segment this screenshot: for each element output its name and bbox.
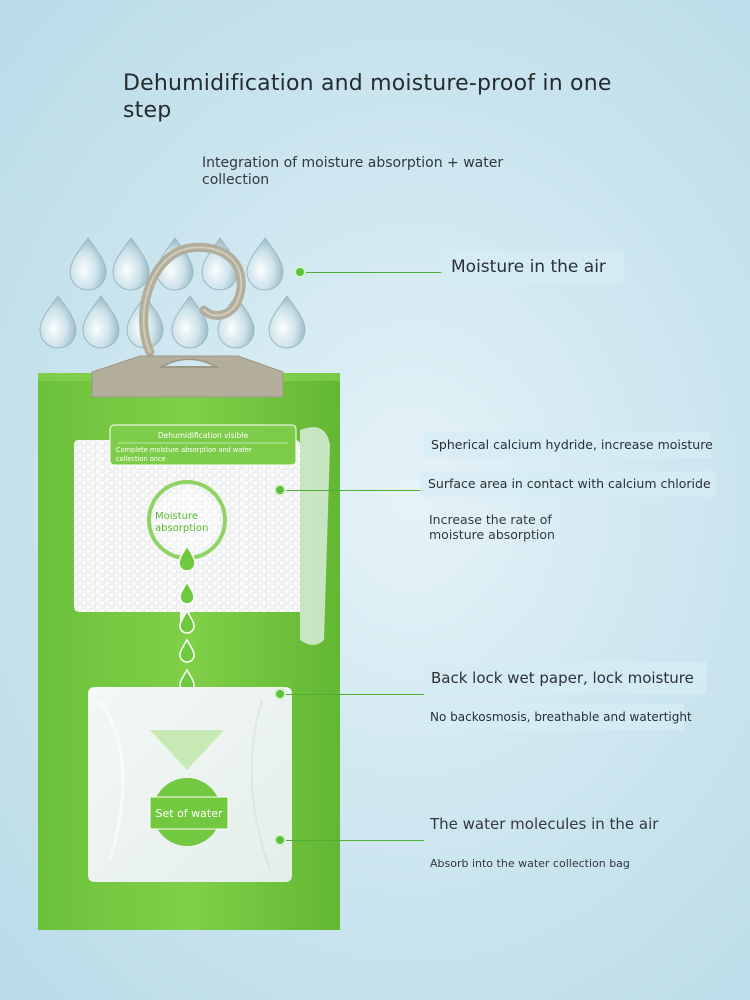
bead-window <box>74 440 300 630</box>
green-drop-icon <box>178 544 196 572</box>
callout-line-air <box>306 272 443 273</box>
callout-rate-line2: moisture absorption <box>429 527 555 542</box>
green-drop-icon <box>179 609 195 634</box>
callout-spherical: Spherical calcium hydride, increase mois… <box>423 432 713 458</box>
callout-no-backosmosis: No backosmosis, breathable and watertigh… <box>422 704 692 730</box>
water-drop-icon <box>82 295 120 349</box>
hanger-hook-icon <box>91 242 284 398</box>
water-drop-icon <box>112 237 150 291</box>
callout-air-moisture: Moisture in the air <box>441 251 624 283</box>
water-drop-icon <box>171 295 209 349</box>
callout-dot-water <box>274 834 286 846</box>
callout-line-surface <box>286 490 424 491</box>
water-drop-icon <box>246 237 284 291</box>
callout-rate-line1: Increase the rate of <box>429 512 552 527</box>
pouch-header-line1: Dehumidification visible <box>158 431 249 440</box>
callout-line-backlock <box>286 694 424 695</box>
callout-line-water <box>286 840 424 841</box>
green-drop-icon <box>179 638 195 663</box>
absorb-badge-line2: absorption <box>155 523 208 534</box>
pouch-header-panel <box>109 424 297 466</box>
subheadline: Integration of moisture absorption + wat… <box>202 155 504 188</box>
absorb-badge-line1: Moisture <box>155 511 198 522</box>
callout-dot-air <box>294 266 306 278</box>
callout-backlock: Back lock wet paper, lock moisture <box>423 662 707 694</box>
pouch-header-line2: Complete moisture absorption and water <box>116 446 252 454</box>
pouch-header-line3: collection once <box>116 455 166 463</box>
callout-water-molecules: The water molecules in the air <box>430 815 659 833</box>
water-drops <box>39 237 306 349</box>
callout-surface: Surface area in contact with calcium chl… <box>420 471 716 497</box>
water-drop-icon <box>39 295 77 349</box>
callout-dot-backlock <box>274 688 286 700</box>
green-drop-icon <box>179 580 195 605</box>
down-arrow-icon <box>150 730 224 770</box>
water-drop-icon <box>268 295 306 349</box>
headline: Dehumidification and moisture-proof in o… <box>123 71 612 123</box>
callout-dot-surface <box>274 484 286 496</box>
water-drop-icon <box>69 237 107 291</box>
callout-absorb-into: Absorb into the water collection bag <box>430 857 630 870</box>
water-badge: Set of water <box>156 807 223 820</box>
